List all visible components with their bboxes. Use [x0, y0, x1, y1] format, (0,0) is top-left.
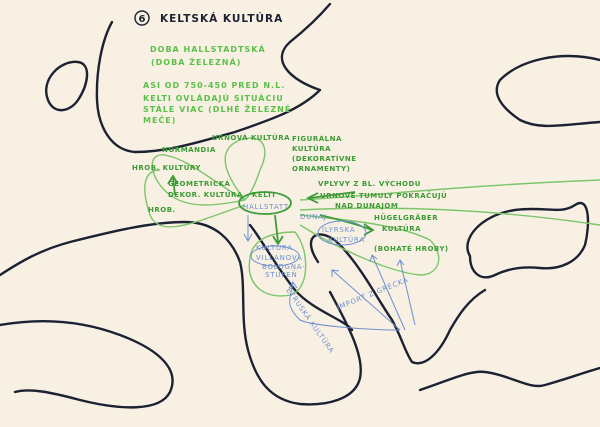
label-urnova: URNOVÁ KULTÚRA	[212, 133, 290, 142]
culture-zones	[144, 137, 600, 297]
label-ilyrska-1: ILÝRSKA	[322, 225, 355, 234]
label-hugel-1: HÜGELGRÄBER	[374, 213, 438, 222]
balkan-coast	[309, 233, 487, 365]
import-arrow-1	[331, 269, 401, 331]
villanova-ellipse	[250, 245, 300, 267]
label-villanova-1: KULTÚRA	[256, 243, 293, 252]
label-geometricka-2: DEKOR. KULTÚRA	[168, 190, 243, 199]
intro-line-4: KELTI OVLÁDAJÚ SITUÁCIU	[143, 92, 284, 103]
coastlines	[0, 2, 600, 409]
vpyvy-arrow	[305, 191, 356, 204]
black-sea-asia-coast	[466, 201, 590, 279]
europe-north-coast	[95, 2, 332, 154]
east-influence-line	[299, 179, 600, 201]
normandia-zone	[151, 154, 246, 206]
italy-coast	[248, 223, 354, 332]
label-figuralna-2: KULTÚRA	[292, 144, 331, 153]
label-figuralna-4: ORNAMENTY)	[292, 165, 350, 173]
europe-west-coast	[0, 220, 362, 406]
intro-line-3: ASI OD 750-450 PRED N.L.	[143, 81, 285, 90]
label-kelti: KELTI	[252, 191, 275, 199]
label-urnove-2: NAD DUNAJOM	[335, 202, 398, 210]
north-arrow	[167, 174, 179, 196]
ilyrska-ellipse	[317, 220, 367, 246]
british-isles-outline	[45, 60, 89, 112]
urnove-line	[299, 207, 600, 226]
title-number-circle	[134, 10, 150, 26]
label-vpyvy: VPLYVY Z BL. VÝCHODU	[318, 179, 421, 188]
label-geometricka-1: GEOMETRICKÁ	[168, 179, 231, 188]
label-villanova-4: STUPEŇ	[265, 270, 298, 279]
urnova-zone	[224, 137, 266, 201]
intro-line-5: STÁLE VIAC (DLHÉ ŽELEZNÉ	[143, 103, 291, 114]
hugel-zone	[299, 214, 440, 276]
page-title: KELTSKÁ KULTÚRA	[160, 12, 283, 25]
villanova-zone	[248, 231, 307, 297]
hallstatt-ellipse	[238, 191, 292, 215]
label-villanova-3: BOLOGNA-	[262, 263, 306, 271]
import-arrow-3	[396, 259, 416, 326]
intro-line-1: DOBA HALLSTADTSKÁ	[150, 43, 266, 54]
label-ilyrska-2: KULTÚRA	[328, 235, 365, 244]
scandinavia-coast	[495, 54, 600, 128]
africa-coast	[418, 366, 600, 392]
hrob-zone	[144, 169, 246, 228]
label-hrob: HROB. KULTÚRY	[132, 163, 201, 172]
label-hugel-2: KULTÚRA	[382, 224, 421, 233]
label-figuralna-1: FIGURÁLNA	[292, 134, 342, 143]
intro-line-6: MEČE)	[143, 114, 176, 125]
intro-line-2: (DOBA ŽELEZNÁ)	[151, 56, 241, 67]
label-villanova-2: VILLANOVA	[256, 254, 303, 262]
label-normandia: NORMANDIA	[162, 146, 216, 154]
label-figuralna-3: (DEKORATÍVNE	[292, 154, 357, 163]
import-arrow-2	[369, 254, 406, 331]
label-hrob-2: HROB.	[148, 206, 176, 214]
iberia-coast	[0, 319, 174, 409]
label-dunaj: DUNAJ	[300, 213, 327, 221]
villanova-arrow	[272, 214, 284, 246]
label-etruska: ETRUSKÁ KULTÚRA	[284, 286, 336, 355]
hugel-arrow	[319, 214, 375, 236]
etruska-arrow	[288, 281, 401, 331]
label-urnove-1: URNOVÉ TUMULY POKRAČUJÚ	[320, 191, 447, 200]
label-hallstatt: HALLSTATT	[243, 203, 289, 211]
label-hugel-3: (BOHATÉ HROBY)	[374, 244, 449, 253]
title-number: 6	[139, 14, 146, 25]
hallstatt-down-arrow	[243, 215, 253, 243]
blue-arrows	[243, 215, 416, 331]
